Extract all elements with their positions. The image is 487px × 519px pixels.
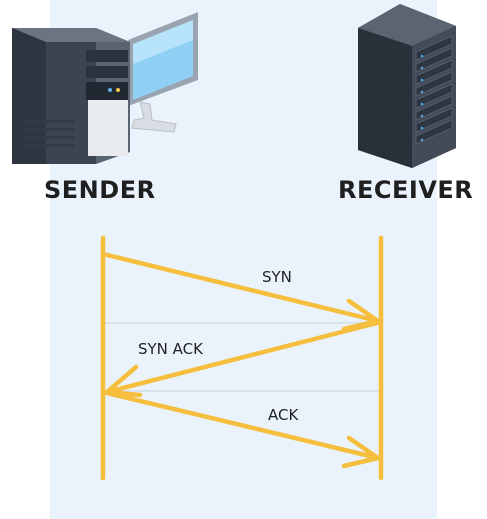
server-rack-icon <box>358 4 456 168</box>
sender-label: SENDER <box>44 176 156 204</box>
syn-ack-arrow <box>104 319 384 398</box>
syn-label: SYN <box>262 268 292 286</box>
syn-arrow <box>100 251 381 332</box>
syn-ack-label: SYN ACK <box>138 340 203 358</box>
ack-arrow <box>100 389 381 469</box>
receiver-label: RECEIVER <box>338 176 474 204</box>
ack-label: ACK <box>268 406 299 424</box>
desktop-computer-icon <box>12 12 198 164</box>
